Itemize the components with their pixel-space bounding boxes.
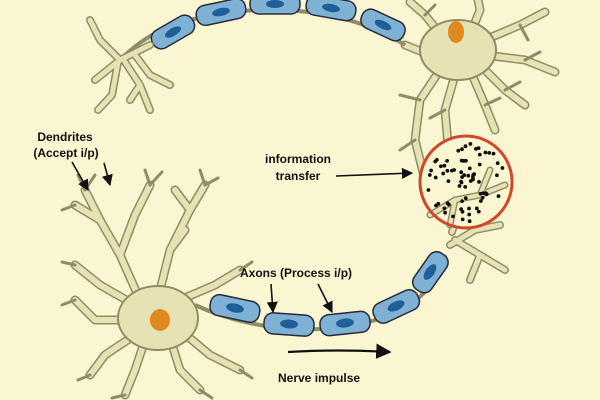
vesicle-dot — [474, 147, 478, 151]
vesicle-dot — [471, 177, 475, 182]
vesicle-dot — [445, 159, 449, 163]
axons-label: Axons (Process i/p) — [240, 266, 352, 280]
vesicle-dot — [474, 206, 479, 211]
vesicle-dot — [427, 173, 432, 177]
dendrites-arrow-2 — [101, 162, 113, 187]
vesicle-dot — [491, 151, 496, 156]
vesicle-dot — [467, 212, 472, 217]
vesicle-dot — [460, 147, 464, 152]
vesicle-dot — [478, 191, 483, 196]
vesicle-dot — [439, 164, 443, 169]
vesicle-dot — [445, 201, 450, 206]
transfer-label: transfer — [276, 169, 321, 183]
information-arrow — [335, 167, 414, 179]
vesicle-dot — [483, 150, 488, 155]
vesicle-dot — [495, 161, 500, 166]
vesicle-dot — [426, 188, 431, 192]
vesicle-dot — [461, 159, 466, 163]
vesicle-dot — [459, 179, 463, 184]
vesicle-dot — [481, 191, 486, 196]
vesicle-dot — [463, 144, 468, 149]
bottom-nucleus — [150, 309, 170, 331]
vesicle-dot — [496, 194, 501, 199]
vesicle-dot — [446, 179, 451, 184]
vesicle-dot — [479, 199, 483, 203]
vesicle-dot — [463, 185, 468, 189]
vesicle-dot — [476, 209, 481, 214]
vesicle-dot — [467, 206, 471, 211]
dendrites-arrow-1 — [71, 161, 89, 191]
synapse-circle — [418, 134, 514, 230]
synapse-ring — [418, 134, 514, 230]
vesicle-dot — [477, 152, 482, 157]
vesicle-dot — [451, 214, 455, 219]
vesicle-dot — [477, 162, 482, 167]
top-left-terminals — [86, 16, 174, 114]
vesicle-dot — [463, 196, 468, 201]
vesicle-dot — [480, 195, 485, 200]
vesicle-dot — [472, 172, 477, 177]
top-neuron — [398, 0, 560, 185]
vesicle-dot — [495, 173, 499, 178]
vesicle-dot — [457, 184, 462, 188]
vesicle-dot — [467, 219, 472, 224]
vesicle-dot — [435, 158, 439, 162]
vesicle-dot — [466, 173, 471, 178]
vesicle-dot — [434, 203, 438, 208]
vesicle-dot — [441, 171, 446, 176]
axons-arrow-2 — [317, 283, 333, 314]
vesicle-dot — [460, 209, 465, 214]
top-axon — [118, 0, 407, 62]
vesicle-dot — [462, 173, 467, 178]
top-nucleus — [448, 21, 464, 43]
vesicle-dot — [442, 206, 447, 211]
dendrites-sublabel: (Accept i/p) — [33, 146, 98, 160]
vesicle-dot — [456, 148, 461, 153]
vesicle-dot — [477, 180, 481, 184]
vesicle-dot — [468, 142, 473, 146]
vesicle-dot — [500, 166, 505, 170]
vesicle-dot — [429, 168, 433, 173]
vesicle-dot — [487, 151, 492, 155]
bottom-neuron — [60, 168, 254, 400]
vesicle-dot — [443, 210, 447, 215]
information-label: information — [265, 152, 331, 166]
axons-arrow-1 — [266, 283, 278, 314]
nerve-impulse-arrow — [287, 343, 392, 359]
vesicle-dot — [445, 168, 450, 173]
vesicle-dot — [442, 163, 447, 168]
bottom-axon — [194, 251, 449, 337]
vesicle-dot — [459, 170, 464, 175]
neurotransmitter-dots — [426, 142, 505, 224]
vesicle-dot — [460, 199, 464, 204]
vesicle-dot — [467, 166, 472, 171]
nerve-impulse-label: Nerve impulse — [278, 371, 360, 385]
vesicle-dot — [433, 175, 438, 180]
vesicle-dot — [450, 168, 454, 173]
dendrites-label: Dendrites — [37, 130, 93, 144]
vesicle-dot — [460, 217, 465, 222]
